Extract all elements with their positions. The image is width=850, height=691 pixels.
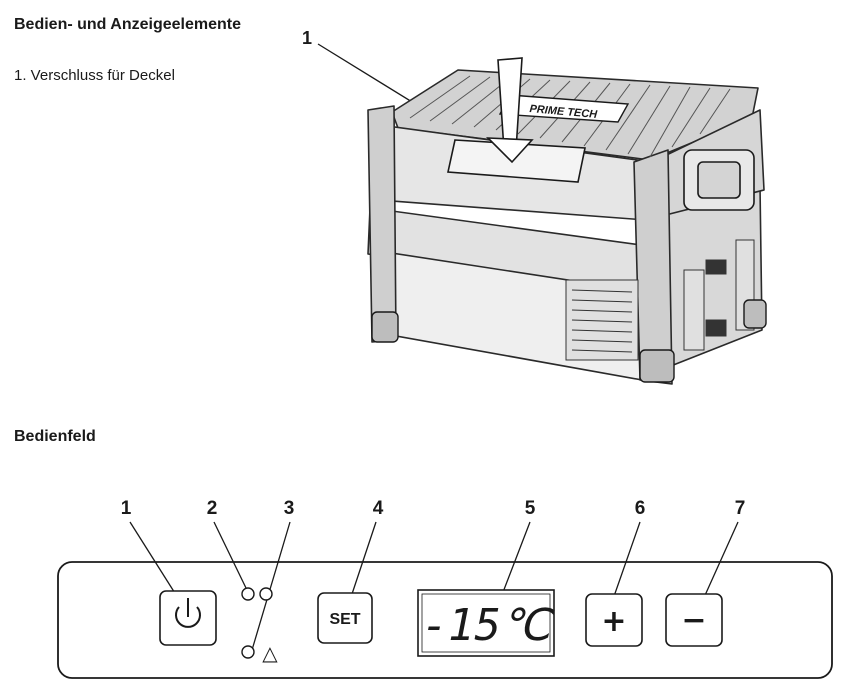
power-socket-dc — [705, 259, 727, 275]
panel-number-7: 7 — [735, 498, 746, 519]
minus-icon: − — [681, 603, 706, 638]
side-vent-grille — [683, 269, 705, 351]
section-heading-controls: Bedien- und Anzeigeelemente — [14, 16, 241, 33]
brand-logo: PRIME TECH — [529, 103, 599, 121]
panel-number-6: 6 — [635, 498, 646, 519]
led-indicator-battery — [241, 645, 255, 659]
set-button[interactable] — [317, 592, 373, 644]
item-lid-latch: 1. Verschluss für Deckel — [14, 67, 175, 84]
set-button-label: SET — [329, 611, 360, 628]
temperature-value: -15℃ — [422, 600, 555, 651]
temperature-display — [417, 589, 555, 657]
triangle-warning-icon: △ — [262, 641, 278, 665]
panel-number-3: 3 — [284, 498, 295, 519]
latch-arrow-head — [485, 137, 534, 164]
power-socket-ac — [705, 319, 727, 337]
panel-number-1: 1 — [121, 498, 132, 519]
power-icon — [175, 606, 201, 628]
panel-number-2: 2 — [207, 498, 218, 519]
minus-button[interactable] — [665, 593, 723, 647]
section-heading-panel: Bedienfeld — [14, 428, 96, 445]
lid-latch[interactable] — [447, 139, 586, 183]
led-indicator-left — [241, 587, 255, 601]
power-button[interactable] — [159, 590, 217, 646]
panel-number-5: 5 — [525, 498, 536, 519]
plus-icon: + — [601, 604, 626, 639]
panel-number-4: 4 — [373, 498, 384, 519]
callout-number-lid: 1 — [302, 28, 313, 48]
plus-button[interactable] — [585, 593, 643, 647]
led-indicator-right — [259, 587, 273, 601]
